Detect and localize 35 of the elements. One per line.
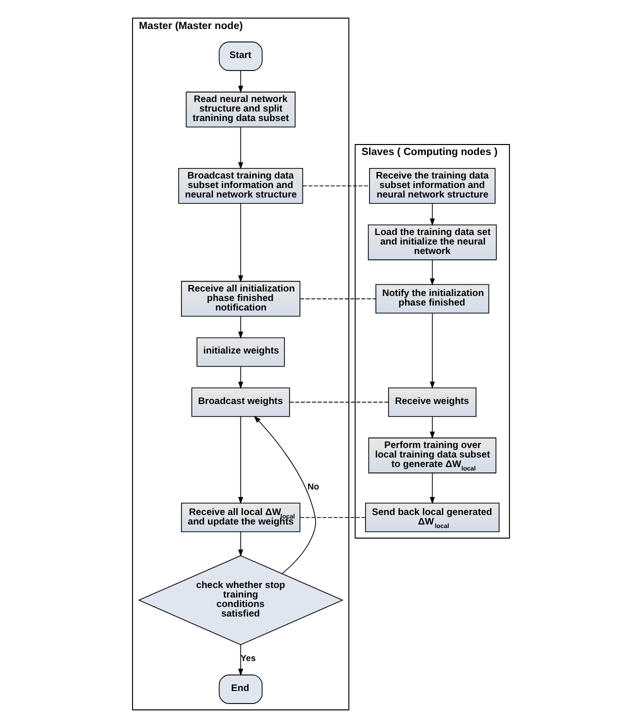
arrow	[238, 203, 243, 282]
node-box: Receive all local ΔW$_{local}$ and update the weights	[180, 502, 300, 532]
connector	[299, 298, 376, 300]
node-box: Broadcast weights	[190, 387, 290, 417]
node-box: Load the training data set and initialize the neural network	[367, 224, 496, 260]
arrow	[429, 203, 434, 226]
arrow	[238, 644, 243, 676]
node-box: Receive all initialization phase finished notification	[180, 280, 300, 317]
node-box: Receive the training data subset information and neural network structure	[368, 168, 496, 204]
connector	[288, 402, 388, 403]
node-box: initialize weights	[196, 337, 284, 367]
arrow	[238, 416, 243, 504]
node-box: Read neural network structure and split tranining data subset	[185, 92, 296, 128]
node-box: Send back local generated ΔW$_{local}$	[364, 502, 500, 532]
node-box: Receive weights	[388, 387, 476, 417]
arrow	[238, 532, 243, 557]
edge-label: No	[306, 481, 319, 492]
arrow	[429, 472, 434, 504]
node-box: Perform training over local training data subset to generate ΔW$_{local}$	[368, 438, 496, 474]
node-box: End	[218, 674, 262, 704]
connector	[302, 185, 370, 186]
arrow	[238, 70, 243, 93]
edge-label: Yes	[240, 653, 256, 664]
arrow	[238, 316, 243, 339]
arrow	[429, 260, 434, 286]
node-box: Broadcast training data subset information and neural network structure	[178, 168, 303, 204]
arrow	[238, 126, 243, 170]
arrow	[429, 312, 434, 389]
arrow	[238, 366, 243, 389]
node-diamond: check whether stop training conditions satisfied	[137, 555, 343, 646]
arrow	[429, 416, 434, 439]
node-box: Start	[218, 42, 262, 71]
arrow	[253, 416, 316, 574]
node-box: Notify the initialization phase finished	[374, 284, 489, 314]
connector	[299, 517, 366, 518]
